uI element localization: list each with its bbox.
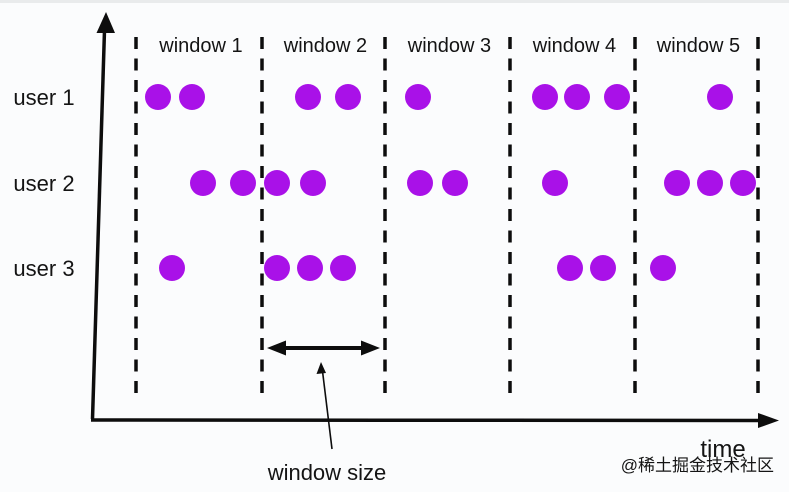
window-label: window 4: [532, 35, 616, 57]
watermark: @稀土掘金技术社区: [621, 456, 774, 475]
window-size-annotation: window size: [267, 340, 387, 485]
window-label: window 1: [158, 35, 242, 57]
event-dot: [590, 255, 616, 281]
event-dot: [730, 170, 756, 196]
event-dot: [145, 84, 171, 110]
time-axis-label: time: [700, 436, 745, 463]
event-dot: [330, 255, 356, 281]
user-label: user 3: [13, 256, 74, 281]
event-dot: [650, 255, 676, 281]
window-label: window 5: [656, 35, 740, 57]
event-dot: [300, 170, 326, 196]
y-axis-arrowhead: [96, 12, 115, 33]
event-dot: [190, 170, 216, 196]
event-dot: [295, 84, 321, 110]
user-labels: user 1 user 2 user 3: [13, 85, 74, 281]
x-axis-arrowhead: [758, 413, 779, 428]
window-size-label: window size: [267, 460, 387, 485]
event-dot: [664, 170, 690, 196]
event-dot: [159, 255, 185, 281]
event-dot: [297, 255, 323, 281]
user-label: user 1: [13, 85, 74, 110]
event-dot: [532, 84, 558, 110]
window-labels: window 1 window 2 window 3 window 4 window 5: [158, 35, 740, 57]
window-label: window 2: [283, 35, 367, 57]
event-dot: [407, 170, 433, 196]
event-dot: [335, 84, 361, 110]
event-dot: [405, 84, 431, 110]
event-dot: [697, 170, 723, 196]
event-dots: [145, 84, 756, 281]
x-axis: [90, 413, 779, 428]
annotation-pointer-line: [321, 366, 333, 450]
event-dot: [557, 255, 583, 281]
event-dot: [542, 170, 568, 196]
window-label: window 3: [407, 35, 491, 57]
user-label: user 2: [13, 171, 74, 196]
event-dot: [604, 84, 630, 110]
event-dot: [564, 84, 590, 110]
window-size-arrow: [267, 340, 380, 356]
event-dot: [230, 170, 256, 196]
event-dot: [264, 170, 290, 196]
event-dot: [442, 170, 468, 196]
y-axis: [90, 12, 115, 420]
windows-diagram: window 1 window 2 window 3 window 4 window 5…: [13, 12, 779, 485]
window-boundary-lines: [134, 37, 760, 400]
event-dot: [179, 84, 205, 110]
event-dot: [264, 255, 290, 281]
event-dot: [707, 84, 733, 110]
annotation-pointer-arrowhead: [316, 362, 326, 374]
